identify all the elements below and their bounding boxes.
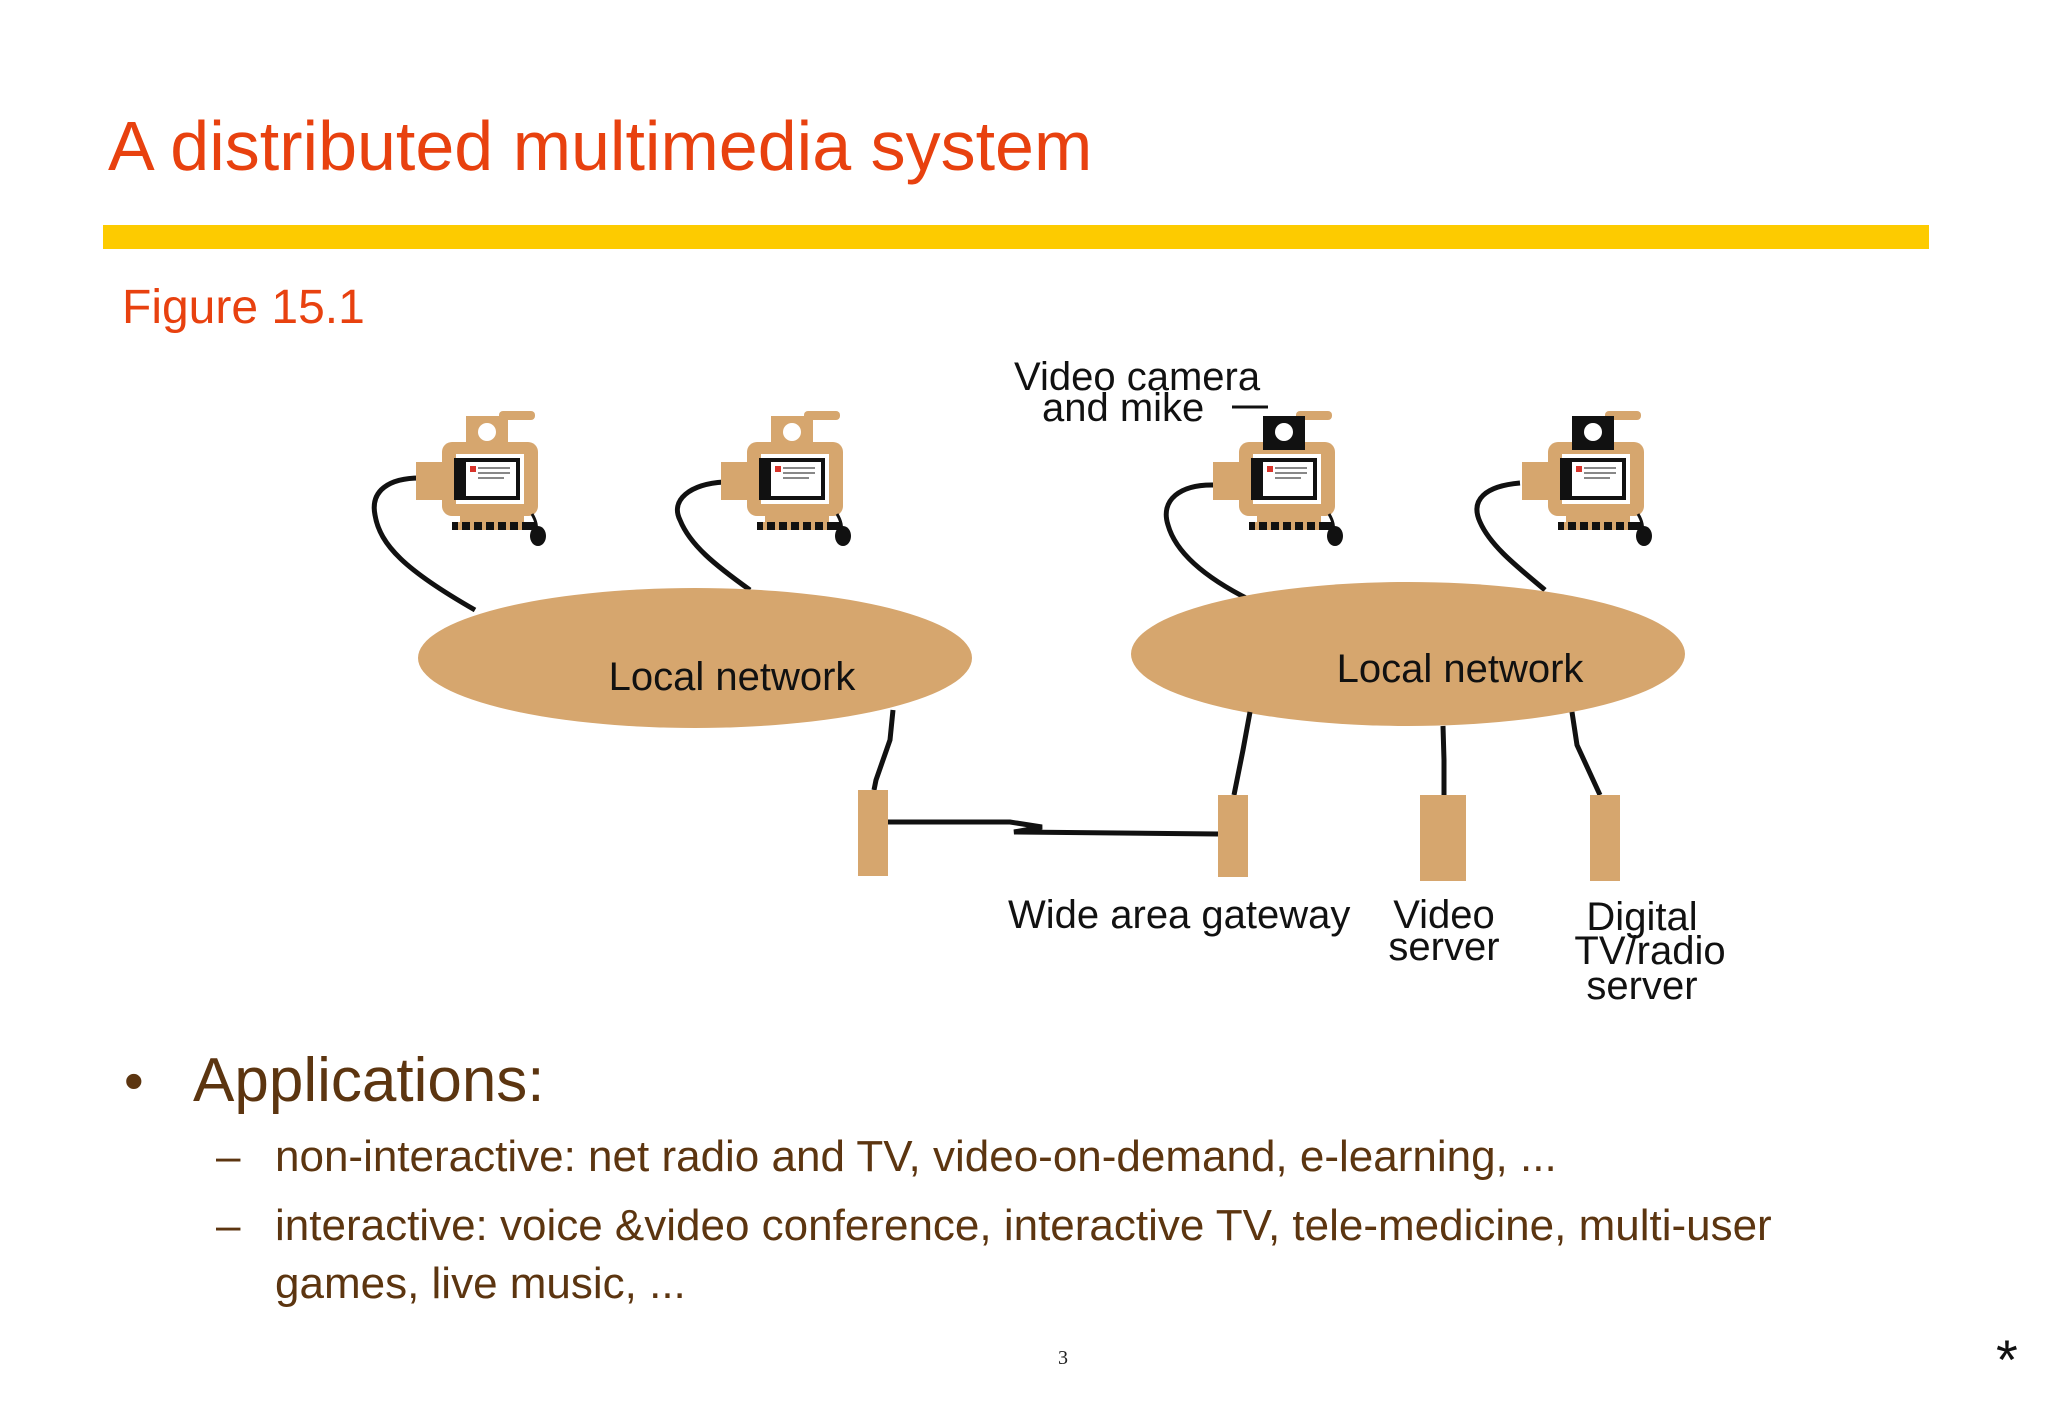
bullet-dot: • <box>124 1049 144 1112</box>
local-network-2-label: Local network <box>1337 647 1585 691</box>
sub-bullet-dash-2: – <box>216 1201 241 1250</box>
tv-server-box <box>1590 795 1620 881</box>
video-server-label-line1: Video <box>1393 893 1495 937</box>
workstation-icon-1 <box>414 409 548 548</box>
tv-server-label-line3: server <box>1586 964 1697 1008</box>
tv-server-label-line1: Digital <box>1586 895 1697 939</box>
local-network-2 <box>1131 582 1685 726</box>
local-network-1-label: Local network <box>609 655 857 699</box>
figure-label: Figure 15.1 <box>122 281 365 334</box>
bullet-heading: Applications: <box>193 1046 545 1115</box>
slide-title: A distributed multimedia system <box>108 107 1093 185</box>
net2-to-video-server-cable <box>1440 725 1447 795</box>
gateway-box-left <box>858 790 888 876</box>
workstation-icon-2 <box>719 409 853 548</box>
sub-bullet-dash-1: – <box>216 1132 241 1181</box>
local-network-1 <box>418 588 972 728</box>
net2-to-tv-server-cable <box>1569 711 1603 797</box>
camera-label-line1: Video camera <box>1014 355 1261 399</box>
video-server-label-line2: server <box>1388 925 1499 969</box>
sub-bullet-2: interactive: voice &video conference, in… <box>275 1201 1772 1308</box>
tv-server-label-line2: TV/radio <box>1574 929 1725 973</box>
gateway-box-right <box>1218 795 1248 877</box>
sub-bullet-1: non-interactive: net radio and TV, video… <box>275 1132 1557 1181</box>
net2-to-gateway-cable <box>1231 711 1253 796</box>
page-number: 3 <box>1058 1347 1068 1369</box>
title-rule <box>103 225 1929 249</box>
gateway-label: Wide area gateway <box>1008 893 1350 937</box>
camera-label-line2: and mike <box>1042 386 1204 430</box>
ws-cable-3 <box>1163 482 1252 603</box>
net1-to-gateway-cable <box>871 709 896 791</box>
ws-cable-1 <box>371 475 477 613</box>
ws-cable-2 <box>674 479 752 593</box>
corner-mark: * <box>1996 1328 2018 1391</box>
video-server-box <box>1420 795 1466 881</box>
ws-cable-4 <box>1474 480 1547 592</box>
wan-link <box>886 819 1219 837</box>
